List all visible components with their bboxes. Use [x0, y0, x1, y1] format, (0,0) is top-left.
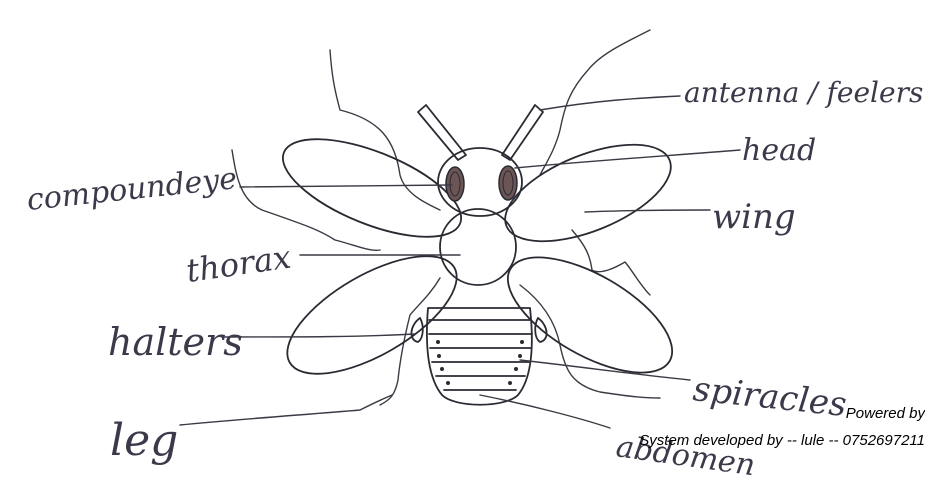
label-leg: leg	[110, 415, 178, 466]
wing-lower-left	[270, 233, 475, 397]
label-wing: wing	[712, 197, 796, 237]
pointer-wing	[585, 210, 710, 212]
pointer-abdomen	[480, 395, 610, 428]
compound-eye-right	[499, 166, 517, 200]
pointer-halters	[225, 334, 415, 337]
compound-eye-left	[446, 167, 464, 201]
pointer-antenna	[540, 96, 680, 110]
sketch-line-left-mid	[232, 150, 380, 250]
label-compound-eye: compoundeye	[25, 161, 238, 218]
antenna-right	[502, 105, 543, 160]
sketch-line-left-low	[380, 278, 440, 405]
powered-by-text: Powered by	[846, 405, 925, 422]
label-head: head	[742, 133, 816, 168]
abdomen-segments	[429, 320, 532, 390]
thorax	[440, 209, 516, 285]
wing-upper-left	[270, 119, 473, 257]
sketch-line-right-mid	[572, 230, 650, 295]
developer-credit-text: System developed by -- lule -- 075269721…	[639, 432, 925, 449]
pointer-spiracles	[520, 360, 690, 380]
label-thorax: thorax	[184, 238, 293, 290]
label-antenna: antenna / feelers	[684, 76, 923, 109]
pointer-compound-eye	[240, 185, 452, 187]
pointer-leg	[180, 395, 392, 425]
label-halters: halters	[108, 320, 243, 364]
label-spiracles: spiracles	[691, 369, 848, 425]
